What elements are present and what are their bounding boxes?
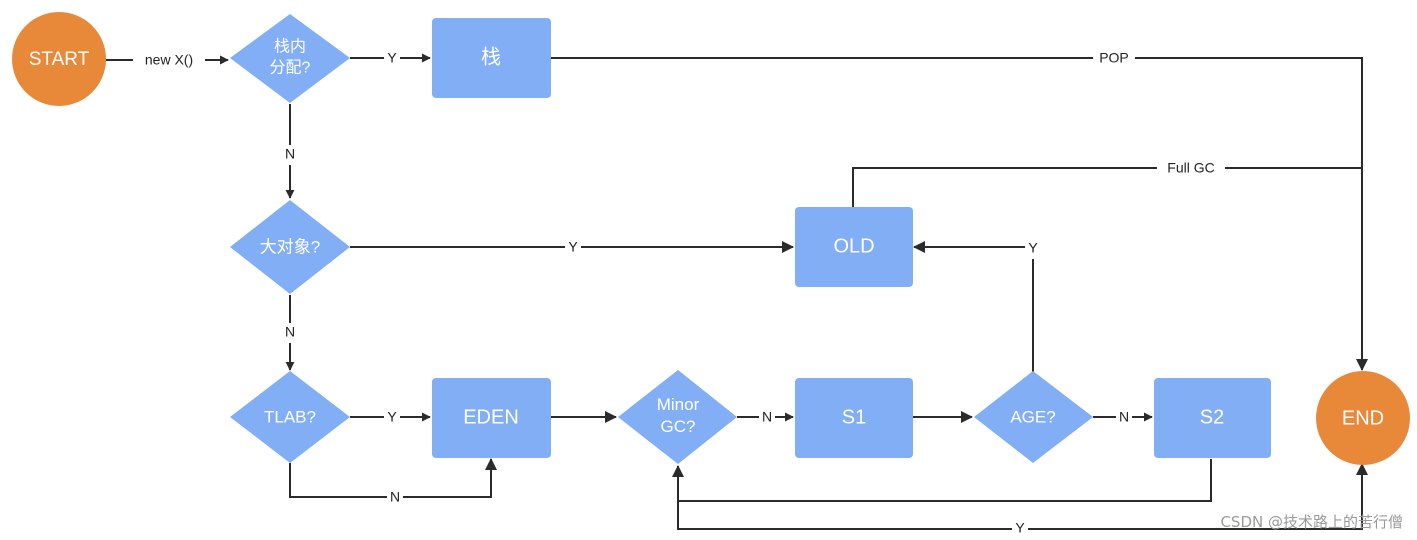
label-big-no: N xyxy=(285,324,295,340)
age-decision: AGE? xyxy=(974,371,1093,463)
end-label: END xyxy=(1342,407,1384,429)
stack-label: 栈 xyxy=(481,45,501,68)
start-node: START xyxy=(12,12,106,106)
label-pop: POP xyxy=(1099,50,1129,66)
big-object-label: 大对象? xyxy=(260,237,320,256)
edge-s2-loop xyxy=(672,459,1212,502)
age-label: AGE? xyxy=(1010,407,1055,426)
old-label: OLD xyxy=(833,235,874,257)
s1-node: S1 xyxy=(795,378,913,458)
s2-label: S2 xyxy=(1200,406,1224,428)
edge-age-yes xyxy=(913,241,1034,372)
big-object-decision: 大对象? xyxy=(230,200,350,294)
start-label: START xyxy=(29,49,90,70)
tlab-decision: TLAB? xyxy=(230,371,350,463)
edge-pop xyxy=(551,57,1368,371)
edge-full-gc xyxy=(852,167,1362,207)
label-full-gc: Full GC xyxy=(1167,160,1214,176)
stack-node: 栈 xyxy=(432,18,551,98)
stack-alloc-decision: 栈内分配? xyxy=(230,14,350,103)
s1-label: S1 xyxy=(842,406,866,428)
eden-node: EDEN xyxy=(432,378,551,458)
label-tlab-yes: Y xyxy=(387,409,397,425)
label-age-yes: Y xyxy=(1028,240,1038,256)
old-node: OLD xyxy=(795,207,913,287)
label-minor-no: N xyxy=(762,409,772,425)
label-loop-yes: Y xyxy=(1015,520,1025,536)
watermark: CSDN @技术路上的苦行僧 xyxy=(1220,513,1403,531)
label-new-x: new X() xyxy=(145,52,193,68)
tlab-label: TLAB? xyxy=(264,407,316,426)
label-tlab-no: N xyxy=(390,489,400,505)
stack-alloc-label: 栈内分配? xyxy=(270,38,311,77)
s2-node: S2 xyxy=(1154,378,1271,458)
label-stack-yes: Y xyxy=(387,50,397,66)
end-node: END xyxy=(1316,371,1410,465)
eden-label: EDEN xyxy=(463,406,519,428)
label-big-yes: Y xyxy=(568,239,578,255)
label-age-no: N xyxy=(1119,409,1129,425)
label-stack-no: N xyxy=(285,146,295,162)
